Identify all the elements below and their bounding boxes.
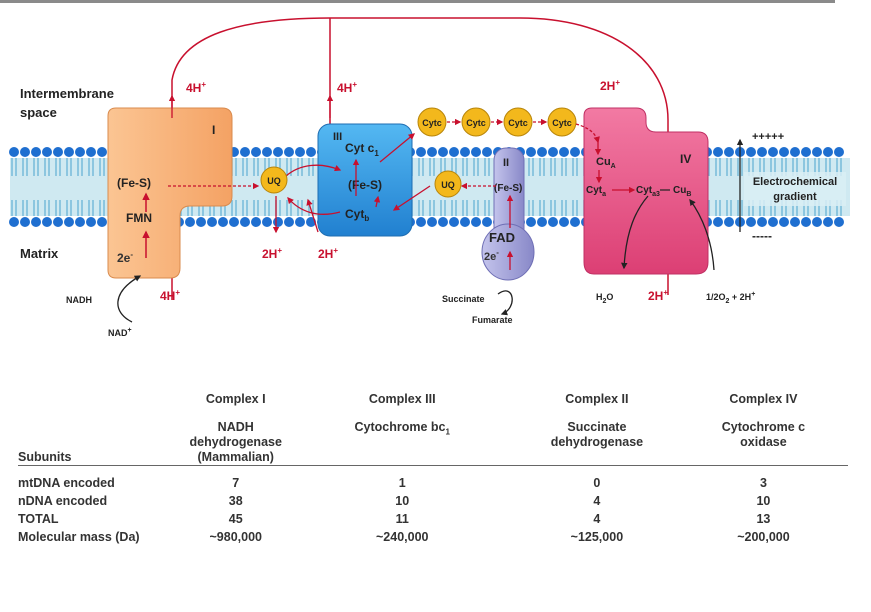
table-row: TOTAL 45 11 4 13 <box>18 512 771 526</box>
intermembrane-label-2: space <box>20 105 57 120</box>
subunits-table: Complex I Complex III Complex II Complex… <box>18 392 848 546</box>
succinate-label: Succinate <box>442 294 485 304</box>
subunits-label: Subunits <box>18 450 72 464</box>
table-row: mtDNA encoded 7 1 0 3 <box>18 476 767 490</box>
complex-3-fes: (Fe-S) <box>348 178 382 192</box>
cytc-carrier-3 <box>503 107 533 137</box>
nad-label: NAD+ <box>108 327 132 338</box>
plus-marks: +++++ <box>752 131 784 143</box>
cytc-carrier-1 <box>417 107 447 137</box>
proton-4h-complex1-bottom: 4H+ <box>160 288 180 303</box>
header-complex-2: Complex II <box>565 392 629 406</box>
complex-3 <box>317 123 413 237</box>
cytc-label-4: Cytc <box>552 118 572 128</box>
cytc-label-1: Cytc <box>422 118 442 128</box>
complex-4 <box>583 107 709 275</box>
uq-label-right: UQ <box>441 180 455 190</box>
proton-2h-uq: 2H+ <box>262 246 282 261</box>
electrochemical-label-1: Electrochemical <box>753 176 837 188</box>
complex-4-cyta3: Cyta3 <box>636 185 660 198</box>
complex-1-fmn: FMN <box>126 211 152 225</box>
complex-3-cytc1: Cyt c1 <box>345 141 379 158</box>
cytc-label-3: Cytc <box>508 118 528 128</box>
oxygen-label: 1/2O2 + 2H+ <box>706 291 755 305</box>
complex-1 <box>107 107 233 279</box>
complex-2-electrons: 2e- <box>484 248 499 263</box>
header-complex-1: Complex I <box>205 392 266 406</box>
top-rule <box>0 0 835 3</box>
electron-transport-chain-diagram: I (Fe-S) FMN 2e- III Cyt c1 (Fe-S) Cytb … <box>0 0 850 338</box>
water-label: H2O <box>596 292 613 305</box>
complex-4-label: IV <box>680 152 691 166</box>
complex-4-cyta: Cyta <box>586 185 606 198</box>
electrochemical-label-2: gradient <box>773 191 817 203</box>
complex-3-cytb: Cytb <box>345 207 369 223</box>
cytc-label-2: Cytc <box>466 118 486 128</box>
proton-4h-complex3-top: 4H+ <box>337 80 357 95</box>
proton-path-curve <box>171 17 669 300</box>
matrix-label: Matrix <box>20 246 59 261</box>
complex-4-cua: CuA <box>596 156 616 170</box>
header-complex-3: Complex III <box>368 392 436 406</box>
table-row: Molecular mass (Da) ~980,000 ~240,000 ~1… <box>18 530 790 544</box>
table-row: nDNA encoded 38 10 4 10 <box>18 494 771 508</box>
uq-carrier-left <box>260 166 288 194</box>
header-complex-4: Complex IV <box>729 392 798 406</box>
complex-1-label: I <box>212 123 215 137</box>
complex-3-label: III <box>333 131 342 143</box>
proton-2h-complex3: 2H+ <box>318 246 338 261</box>
uq-label-left: UQ <box>267 176 281 186</box>
proton-4h-complex1-top: 4H+ <box>186 80 206 95</box>
cytochrome-c-carriers: Cytc Cytc Cytc Cytc <box>417 107 600 144</box>
complex-2-fad: FAD <box>489 230 515 245</box>
intermembrane-label-1: Intermembrane <box>20 86 114 101</box>
complex-1-electrons: 2e- <box>117 250 133 265</box>
proton-2h-complex4-top: 2H+ <box>600 78 620 93</box>
table-header-row: Complex I Complex III Complex II Complex… <box>18 392 848 420</box>
fumarate-label: Fumarate <box>472 315 513 325</box>
nadh-label: NADH <box>66 295 92 305</box>
complex-2-fes: (Fe-S) <box>494 183 522 194</box>
complex-1-fes: (Fe-S) <box>117 176 151 190</box>
cytc-carrier-2 <box>461 107 491 137</box>
minus-marks: ----- <box>752 229 772 243</box>
name-complex-3: Cytochrome bc1 <box>354 420 450 437</box>
complex-2-label: II <box>503 157 509 169</box>
proton-2h-complex4-bottom: 2H+ <box>648 288 668 303</box>
cytc-carrier-4 <box>547 107 577 137</box>
complex-4-cub: CuB <box>673 185 691 198</box>
uq-carrier-right <box>434 170 462 198</box>
